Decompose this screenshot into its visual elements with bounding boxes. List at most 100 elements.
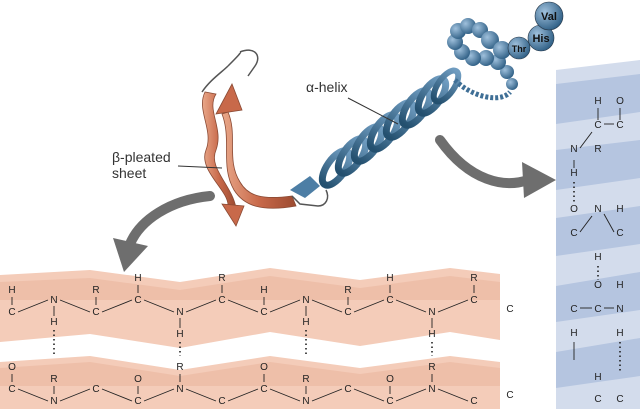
helix-atom: H [616,328,623,339]
sheet-top-h: H [134,273,141,284]
helix-atom: N [570,144,577,155]
sheet-bottom-atom: C [218,396,225,407]
sheet-top-r: R [344,285,351,296]
helix-bond [603,213,615,233]
helix-atom: C [616,394,623,405]
helix-atom: O [616,96,624,107]
sheet-bottom-atom: C [260,384,267,395]
sheet-bottom-atom: C [386,396,393,407]
sheet-bottom-atom: C [470,396,477,407]
sheet-top-atom: N [176,307,183,318]
helix-atom: H [594,372,601,383]
sheet-top-atom: N [50,295,57,306]
helix-atom: H [570,328,577,339]
helix-atom: C [570,304,577,315]
helix-atom: R [594,144,601,155]
sheet-bottom-r: R [302,374,309,385]
sheet-bottom-bond [269,388,301,402]
helix-atom: O [594,280,602,291]
sheet-top-bond [101,299,133,313]
helix-bond [579,215,593,233]
sheet-top-bond [395,299,427,313]
sheet-top-atom: C [8,307,15,318]
sheet-bottom-atom: N [50,396,57,407]
alpha-helix-bands [556,60,640,409]
sheet-top-atom: N [302,295,309,306]
sheet-top-bond [227,299,259,313]
sheet-top-hydrogen: H [428,329,435,340]
residue-val: Val [541,11,557,23]
sheet-bottom-oxygen: O [386,374,394,385]
sheet-bottom-bond [143,388,175,402]
sheet-top-end-atom: C [506,304,513,315]
helix-atom: C [594,120,601,131]
helix-atom: N [616,304,623,315]
sheet-top-hydrogen: H [50,317,57,328]
sheet-top-bond [143,299,175,313]
alpha-helix-ribbon [290,67,512,198]
sheet-bottom-r: R [428,362,435,373]
sheet-top-bond [185,299,217,313]
beta-sheet-label-line2: sheet [112,165,146,181]
zoom-arrow-sheet [113,191,215,272]
beta-sheet-structure: CHCONHNRCRCCHCONHNRCRCCHCONHNRCRCCHCONHN… [8,273,514,407]
beta-sheet-label-line1: β-pleated [112,149,171,165]
sheet-bottom-bond [17,388,49,402]
helix-atom: N [594,204,601,215]
helix-atom: H [616,204,623,215]
sheet-top-h: H [8,285,15,296]
sheet-bottom-atom: N [302,396,309,407]
sheet-top-hydrogen: H [176,329,183,340]
sheet-bottom-atom: C [92,384,99,395]
helix-atom: C [616,120,623,131]
sheet-bottom-oxygen: O [8,362,16,373]
beta-sheet-bands [0,268,500,409]
sheet-top-bond [311,299,343,313]
sheet-top-atom: C [470,295,477,306]
sheet-top-hydrogen: H [302,317,309,328]
sheet-bottom-bond [437,388,469,402]
helix-atom: C [570,228,577,239]
sheet-bottom-bond [311,388,343,402]
sheet-top-h: H [260,285,267,296]
sheet-bottom-r: R [176,362,183,373]
residue-his: His [532,33,549,45]
sheet-bottom-bond [227,388,259,402]
sheet-top-bond [437,299,469,313]
helix-atom: O [570,204,578,215]
sheet-bottom-bond [353,388,385,402]
sheet-bottom-atom: N [176,384,183,395]
helix-atom: C [594,304,601,315]
helix-atom: C [616,228,623,239]
sheet-top-bond [353,299,385,313]
residue-beads: Thr His Val [507,1,564,60]
helix-bond [579,131,593,149]
sheet-bottom-atom: N [428,384,435,395]
sheet-top-atom: C [260,307,267,318]
beta-sheet-leader [177,165,223,169]
sheet-top-atom: C [386,295,393,306]
sheet-bottom-bond [101,388,133,402]
sheet-top-atom: C [92,307,99,318]
sheet-top-h: H [386,273,393,284]
sheet-top-r: R [470,273,477,284]
sheet-top-atom: C [344,307,351,318]
sheet-top-r: R [92,285,99,296]
sheet-top-bond [59,299,91,313]
sheet-bottom-atom: C [8,384,15,395]
helix-atom: H [594,252,601,263]
zoom-arrow-helix [435,135,556,198]
sheet-bottom-atom: C [344,384,351,395]
sheet-bottom-bond [185,388,217,402]
helix-atom: H [616,280,623,291]
helix-atom: H [594,96,601,107]
helix-atom: H [570,168,577,179]
sheet-bottom-oxygen: O [260,362,268,373]
beta-strand-ribbons [201,49,329,227]
helix-atom: C [594,394,601,405]
sheet-bottom-atom: C [134,396,141,407]
sheet-top-atom: N [428,307,435,318]
sheet-top-bond [269,299,301,313]
